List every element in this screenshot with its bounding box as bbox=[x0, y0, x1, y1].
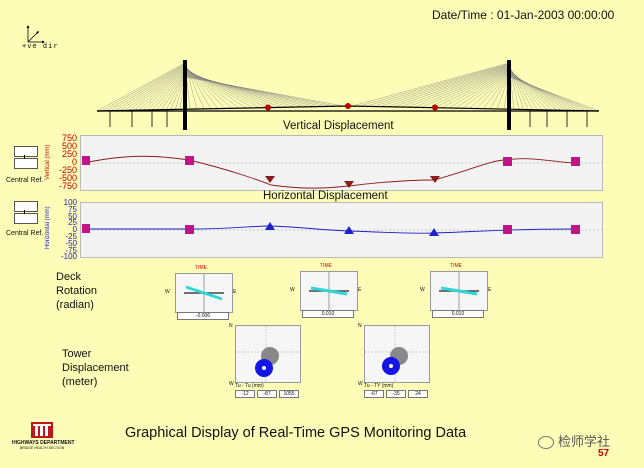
horizontal-title: Horizontal Displacement bbox=[263, 190, 388, 202]
vertical-sensor-2 bbox=[344, 181, 354, 188]
tower-right bbox=[507, 60, 511, 130]
watermark: 检师学社 bbox=[538, 431, 610, 450]
gps-sensor-2 bbox=[345, 103, 351, 109]
vertical-title: Vertical Displacement bbox=[283, 120, 394, 132]
horizontal-marker-3 bbox=[571, 225, 580, 234]
page-number: 57 bbox=[598, 448, 610, 459]
horizontal-axis-title: Horizontal (mm) bbox=[45, 206, 51, 249]
wechat-icon bbox=[538, 436, 554, 450]
gps-sensor-3 bbox=[432, 104, 438, 111]
vertical-marker-2 bbox=[503, 157, 512, 166]
deck-rotation-bar-1 bbox=[185, 285, 223, 301]
datetime-readout: Date/Time : 01-Jan-2003 00:00:00 bbox=[432, 8, 615, 22]
deck-gauge-3: TIME W E 0.010 bbox=[420, 263, 492, 318]
vertical-sensor-3 bbox=[430, 176, 440, 183]
vertical-series-line bbox=[83, 155, 576, 189]
tower-displacement-label: Tower Displacement (meter) bbox=[62, 348, 129, 388]
tower-plot-1: N W Tu - Tu (mm) -12 -87 1055 bbox=[226, 323, 302, 405]
horizontal-series-line bbox=[84, 225, 576, 234]
piers bbox=[109, 111, 588, 127]
horizontal-sensor-3 bbox=[429, 228, 439, 236]
vertical-ref-label: Central Ref. bbox=[6, 177, 44, 184]
horizontal-displacement-plot bbox=[80, 202, 603, 258]
vertical-axis-title: Vertical (mm) bbox=[45, 144, 51, 180]
horizontal-sensor-2 bbox=[344, 226, 354, 234]
compass-label: +ve dir bbox=[22, 42, 59, 50]
vertical-displacement-plot bbox=[80, 135, 603, 191]
vertical-marker-left bbox=[82, 156, 90, 165]
direction-compass-icon bbox=[26, 25, 45, 44]
slide-title: Graphical Display of Real-Time GPS Monit… bbox=[125, 425, 467, 441]
hd-emblem-icon bbox=[31, 422, 53, 438]
bridge-diagram bbox=[96, 60, 600, 130]
tower-left bbox=[183, 60, 187, 130]
vertical-tick-labels: 750 500 250 0 -250 -500 -750 bbox=[58, 133, 77, 191]
highways-department-logo: HIGHWAYS DEPARTMENT BRIDGE HEALTH SECTIO… bbox=[12, 420, 75, 450]
deck-rotation-label: Deck Rotation (radian) bbox=[56, 271, 97, 311]
horizontal-sensor-1 bbox=[265, 222, 275, 230]
deck-rotation-bar-3 bbox=[440, 286, 478, 296]
horizontal-marker-2 bbox=[503, 225, 512, 234]
vertical-marker-1 bbox=[185, 156, 194, 165]
deck-gauge-1: TIME W E -0.006 bbox=[165, 265, 237, 320]
vertical-marker-3 bbox=[571, 157, 580, 166]
deck-rotation-bar-2 bbox=[310, 286, 348, 296]
horizontal-marker-left bbox=[82, 224, 90, 233]
gps-sensor-1 bbox=[265, 104, 271, 111]
vertical-sensor-1 bbox=[265, 176, 275, 183]
horizontal-marker-1 bbox=[185, 225, 194, 234]
horizontal-tick-labels: 100 75 50 25 0 -25 -50 -75 -100 bbox=[60, 198, 77, 262]
horizontal-ref-label: Central Ref. bbox=[6, 230, 44, 237]
stay-cables bbox=[96, 62, 600, 112]
tower-plot-2: N W Tu - TY (mm) -67 -35 24 bbox=[355, 323, 431, 405]
deck-gauge-2: TIME W E 0.010 bbox=[290, 263, 362, 318]
